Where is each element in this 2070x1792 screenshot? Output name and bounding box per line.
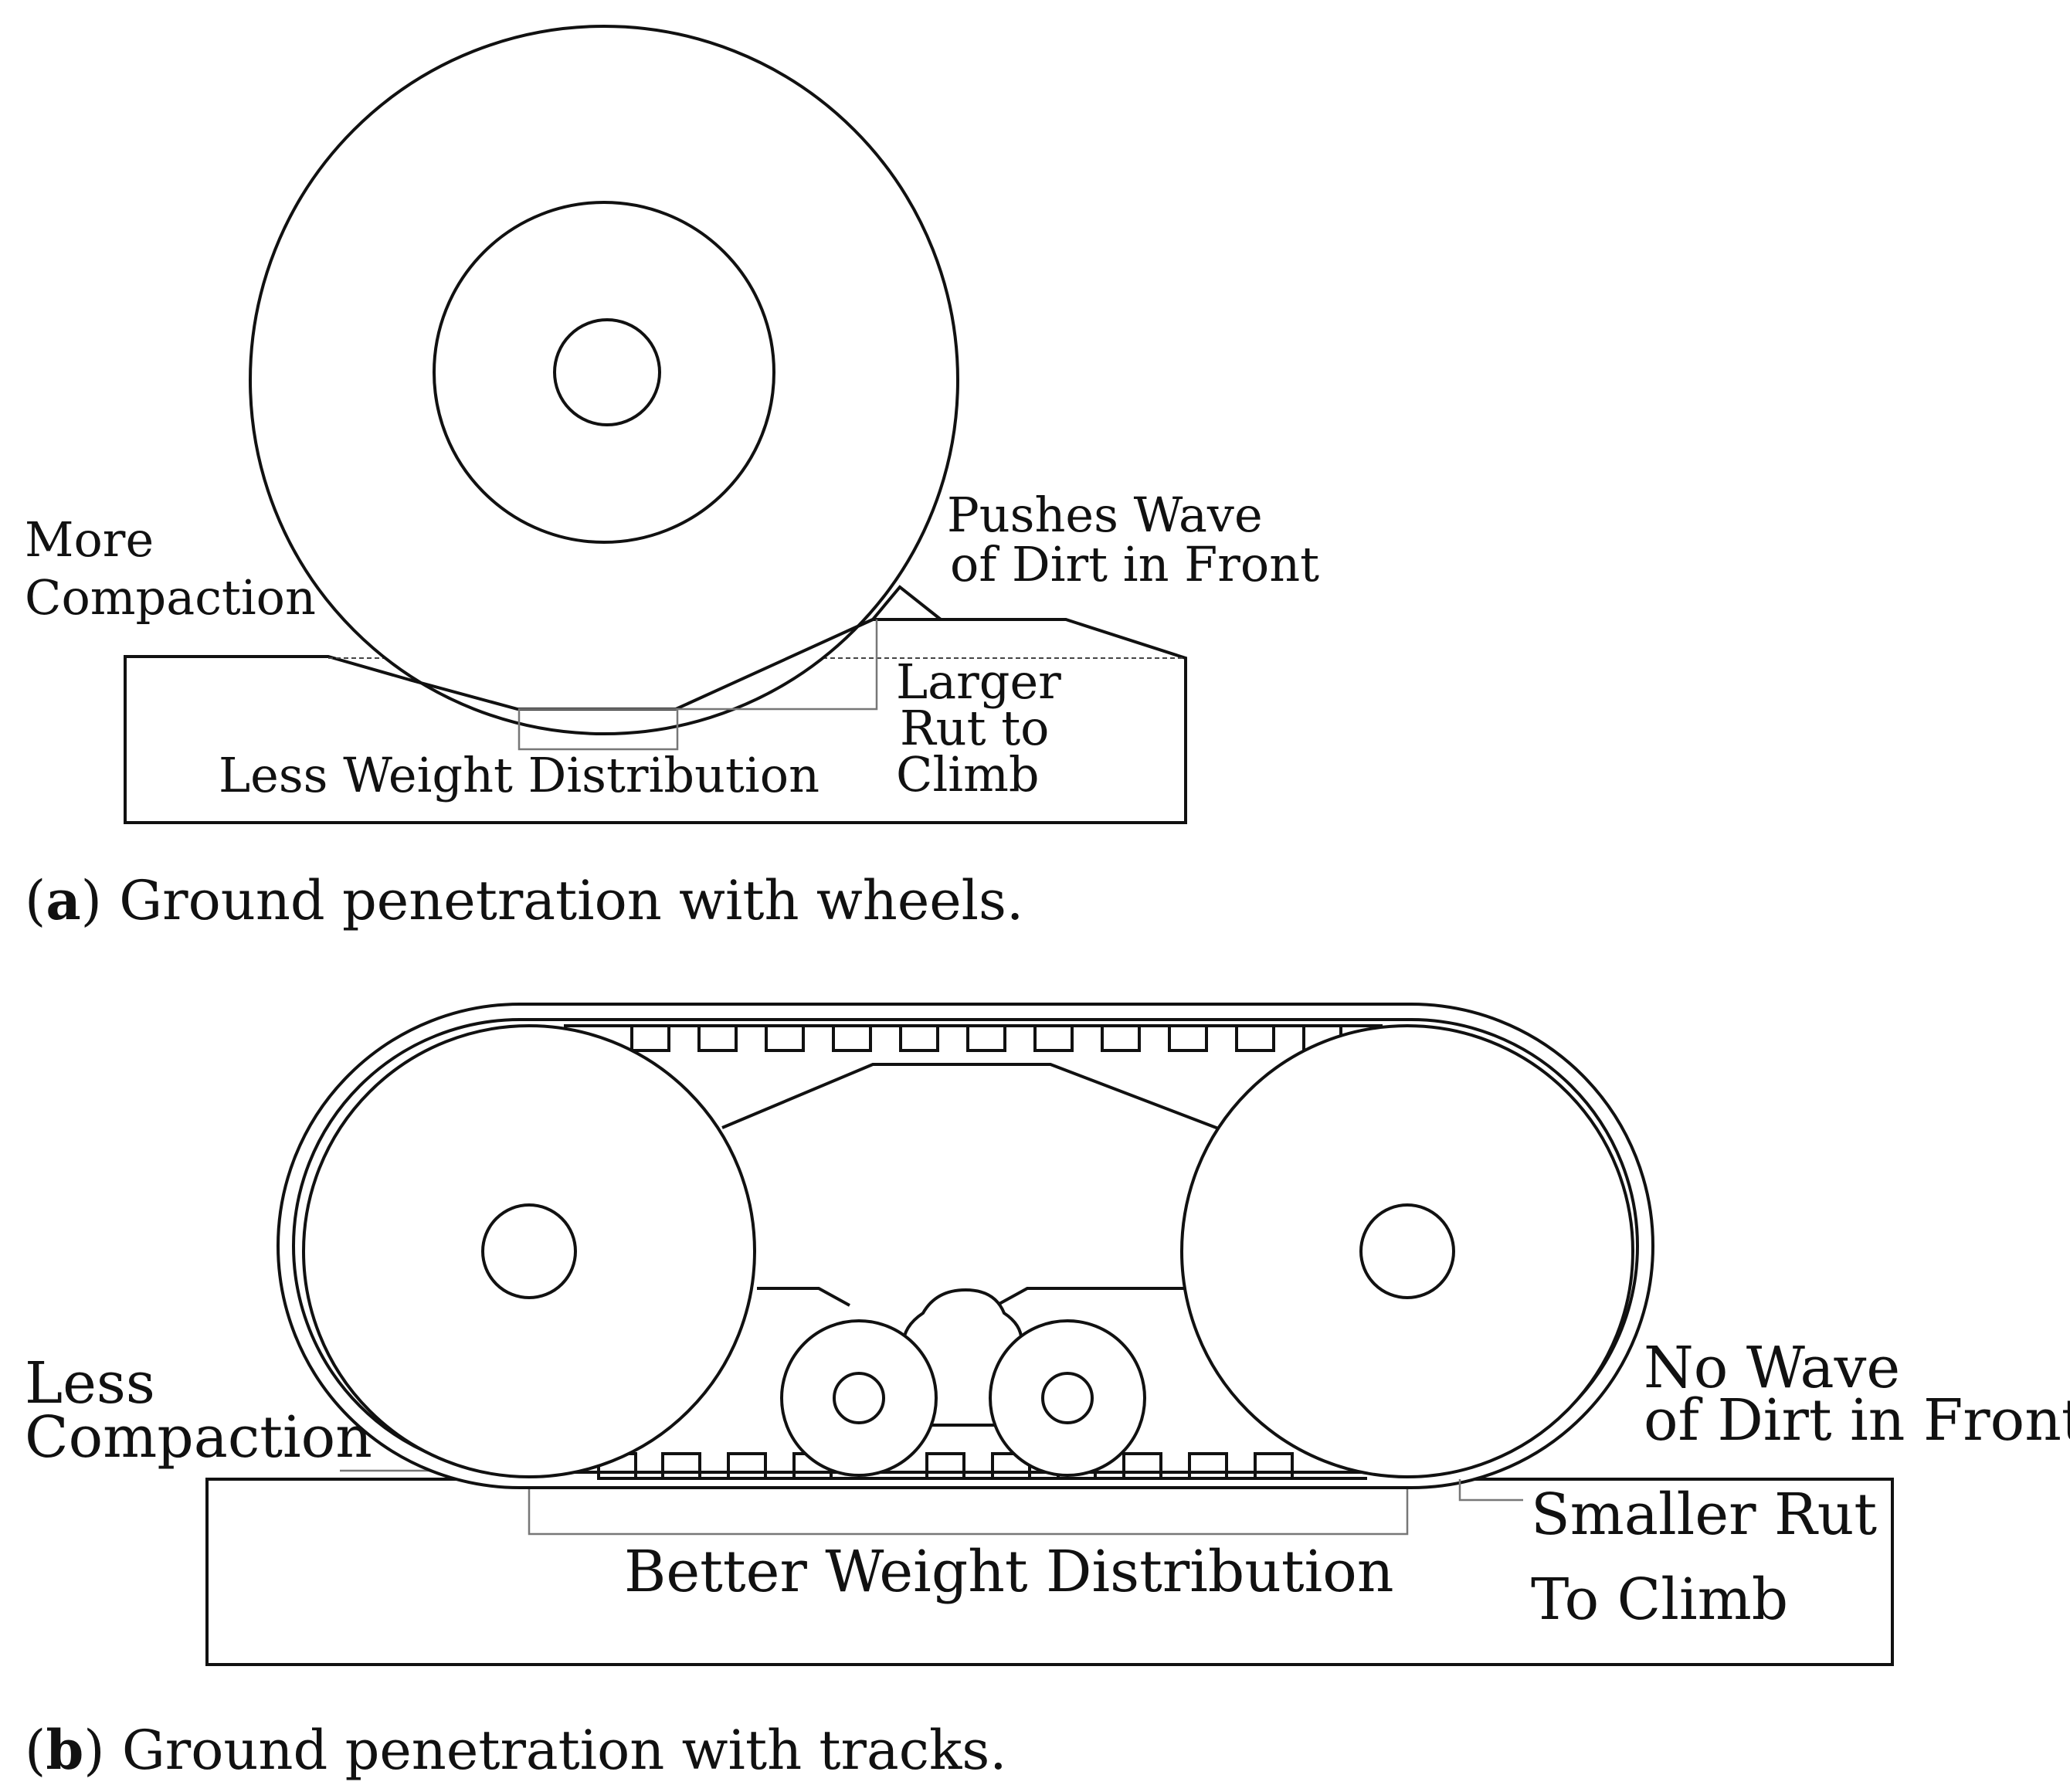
track-frame-lower [757,1287,1189,1307]
front-drive-wheel [1180,1024,1634,1478]
dirt-wave-a [871,585,942,621]
caption-b: (b) Ground penetration with tracks. [25,1718,1007,1782]
track-frame [721,1063,1221,1131]
rut-marker-b [1458,1479,1523,1502]
label-more-compaction-line1: More [25,511,154,568]
road-wheel-right-hub [1041,1372,1094,1424]
rut-height-marker-a [676,619,878,711]
label-larger-rut-line3: Climb [896,746,1040,803]
front-drive-wheel-hub [1359,1203,1455,1299]
label-no-wave-line2: of Dirt in Front [1644,1387,2070,1454]
panel-b-track-diagram: Less Compaction No Wave of Dirt in Front… [25,1003,2070,1666]
wheel-rim [433,201,775,544]
weight-distribution-bracket-a [518,708,679,751]
caption-a: (a) Ground penetration with wheels. [25,868,1023,932]
label-smaller-rut-line2: To Climb [1531,1566,1788,1633]
rear-drive-wheel [302,1024,756,1478]
rear-drive-wheel-hub [481,1203,577,1299]
wheel-hub [553,318,661,426]
label-less-weight-distribution: Less Weight Distribution [219,747,820,803]
label-larger-rut-line2: Rut to [900,700,1049,756]
panel-a-wheel-diagram: More Compaction Pushes Wave of Dirt in F… [25,25,1319,824]
wheel-outer-tire [249,25,959,735]
road-wheel-right [989,1319,1146,1477]
label-larger-rut-line1: Larger [896,653,1061,710]
label-no-wave-line1: No Wave [1644,1335,1900,1401]
label-pushes-wave-line2: of Dirt in Front [950,536,1319,592]
label-pushes-wave-line1: Pushes Wave [947,487,1263,543]
track-teeth-top [564,1024,1383,1052]
label-less-compaction-line2: Compaction [25,1404,372,1471]
label-less-compaction-line1: Less [25,1350,155,1417]
road-wheel-left-hub [833,1372,885,1424]
label-better-weight-distribution: Better Weight Distribution [624,1539,1394,1605]
road-wheel-left [780,1319,938,1477]
label-smaller-rut-line1: Smaller Rut [1531,1481,1877,1548]
weight-distribution-bracket-b [528,1489,1409,1536]
label-more-compaction-line2: Compaction [25,569,316,626]
